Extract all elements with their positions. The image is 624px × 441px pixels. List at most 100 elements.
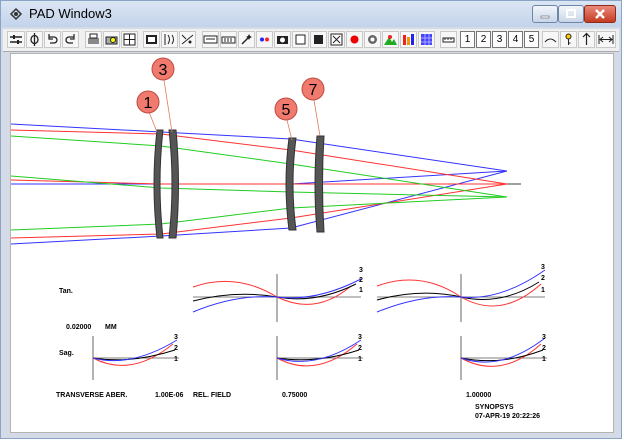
- surface-badge-1[interactable]: 1: [136, 90, 160, 114]
- lens-element-4[interactable]: [314, 135, 325, 233]
- footer-field-label: REL. FIELD: [193, 392, 231, 399]
- tb-button-6[interactable]: [103, 31, 120, 48]
- sag-edge-label-2: 2: [542, 345, 546, 352]
- surface-badge-7[interactable]: 7: [301, 77, 325, 101]
- software-name: SYNOPSYS: [475, 404, 514, 411]
- maximize-icon: [566, 9, 576, 18]
- tb-button-22[interactable]: [400, 31, 417, 48]
- redo-icon: [65, 34, 75, 44]
- undo-icon: [48, 34, 58, 44]
- sag-axis-label-2: 2: [174, 345, 178, 352]
- close-button[interactable]: [584, 5, 616, 23]
- footer-field-end: 1.00000: [466, 392, 491, 399]
- minimize-button[interactable]: [532, 5, 558, 23]
- wand-icon: [241, 34, 252, 45]
- tb-button-3[interactable]: [44, 31, 61, 48]
- sag-edge-label-1: 1: [542, 356, 546, 363]
- red-dot-icon: [350, 35, 359, 44]
- tb-button-8[interactable]: [143, 31, 160, 48]
- tb-button-23[interactable]: [418, 31, 435, 48]
- tb-button-2[interactable]: [26, 31, 43, 48]
- number-button-2[interactable]: 2: [476, 31, 491, 48]
- badge-label: 1: [144, 95, 153, 112]
- blue-grid-icon: [421, 34, 432, 45]
- lens-drawing: 1 3 5 7 Tan. 0.02000 MM Sag.: [10, 57, 547, 420]
- badge-circle: [136, 90, 160, 114]
- tan-edge-label-1: 1: [541, 287, 545, 294]
- tb-button-25[interactable]: [542, 31, 559, 48]
- number-button-3[interactable]: 3: [492, 31, 507, 48]
- tb-button-21[interactable]: [382, 31, 399, 48]
- tan-edge-label-2: 2: [541, 275, 545, 282]
- maximize-button[interactable]: [558, 5, 584, 23]
- tb-button-7[interactable]: [121, 31, 138, 48]
- tan-mid-label-2: 2: [359, 277, 363, 284]
- tb-button-11[interactable]: [202, 31, 219, 48]
- tb-button-9[interactable]: [161, 31, 178, 48]
- tan-mid-label-1: 1: [359, 287, 363, 294]
- app-logo-icon: [9, 7, 23, 21]
- scale-unit: MM: [105, 324, 117, 331]
- surface-badge-5[interactable]: 5: [274, 97, 298, 121]
- ring-icon: [368, 35, 377, 44]
- scale-value: 0.02000: [66, 324, 91, 331]
- bars-icon: [403, 34, 414, 45]
- footer-wavelength: 1.00E-06: [155, 392, 184, 399]
- minimize-icon: [540, 15, 550, 19]
- sag-mid-label-3: 3: [358, 334, 362, 341]
- badge-label: 3: [159, 62, 168, 79]
- sag-plot-axis: [92, 336, 179, 380]
- sag-mid-label-2: 2: [358, 345, 362, 352]
- sag-axis-label-1: 1: [174, 356, 178, 363]
- zoom-box-icon: [330, 33, 343, 46]
- surface-badge-3[interactable]: 3: [151, 57, 175, 81]
- tb-button-28[interactable]: [596, 31, 616, 48]
- badge-circle: [151, 57, 175, 81]
- tb-button-14[interactable]: [256, 31, 273, 48]
- badge-circle: [301, 77, 325, 101]
- tb-button-10[interactable]: [179, 31, 196, 48]
- stretch-icon: [544, 38, 557, 43]
- lens-plot-canvas[interactable]: 1 3 5 7 Tan. 0.02000 MM Sag.: [10, 53, 614, 433]
- tb-button-20[interactable]: [364, 31, 381, 48]
- arrow-up-icon: [582, 32, 591, 45]
- window-title: PAD Window3: [29, 6, 112, 21]
- footer-title: TRANSVERSE ABER.: [56, 392, 127, 399]
- tb-button-26[interactable]: [560, 31, 577, 48]
- tb-button-4[interactable]: [62, 31, 79, 48]
- ray-fan-green: [10, 135, 508, 231]
- lens-element-2[interactable]: [168, 129, 179, 239]
- tb-button-24[interactable]: [440, 31, 457, 48]
- tb-button-12[interactable]: [220, 31, 237, 48]
- number-button-4[interactable]: 4: [508, 31, 523, 48]
- tb-button-27[interactable]: [578, 31, 595, 48]
- spot-icon: [181, 34, 194, 45]
- tb-button-5[interactable]: [85, 31, 102, 48]
- tb-button-13[interactable]: [238, 31, 255, 48]
- tb-button-1[interactable]: [7, 31, 25, 48]
- print-preview-icon: [105, 36, 118, 45]
- film-icon: [146, 35, 157, 44]
- sag-axis-label-3: 3: [174, 334, 178, 341]
- badge-label: 5: [282, 102, 291, 119]
- lens-element-1[interactable]: [153, 129, 164, 239]
- tb-button-18[interactable]: [328, 31, 345, 48]
- leader-line-1: [148, 111, 158, 133]
- number-button-5[interactable]: 5: [524, 31, 539, 48]
- tb-button-17[interactable]: [310, 31, 327, 48]
- tb-button-15[interactable]: [274, 31, 291, 48]
- leader-line-7: [313, 99, 321, 137]
- sag-edge-label-3: 3: [542, 334, 546, 341]
- timestamp: 07-APR-19 20:22:26: [475, 413, 540, 420]
- tb-button-19[interactable]: [346, 31, 363, 48]
- wavefront-icon: [164, 34, 174, 45]
- tb-button-16[interactable]: [292, 31, 309, 48]
- lens-element-3[interactable]: [285, 137, 297, 231]
- sag-plot-mid: [276, 336, 363, 380]
- number-button-1[interactable]: 1: [460, 31, 475, 48]
- toolbar: 1 2 3 4 5: [3, 29, 619, 52]
- title-bar[interactable]: PAD Window3: [1, 1, 621, 27]
- close-icon: [595, 9, 605, 19]
- print-icon: [88, 33, 99, 44]
